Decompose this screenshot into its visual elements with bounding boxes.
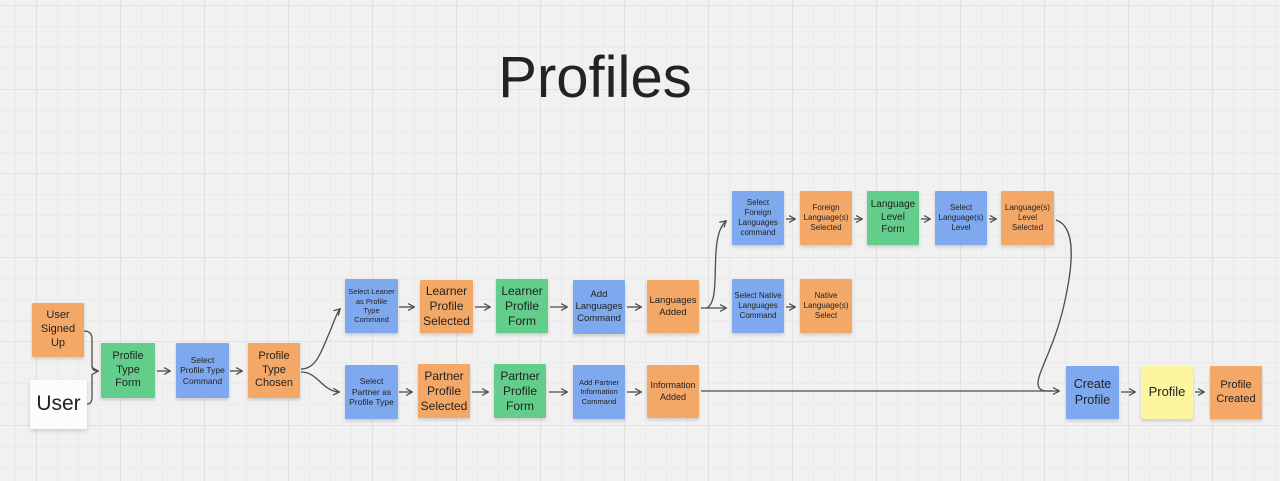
card-label: User: [36, 392, 81, 416]
sticky-learner-profile-form[interactable]: Learner Profile Form: [496, 279, 548, 333]
sticky-label: Select Foreign Languages command: [738, 198, 778, 237]
sticky-label: Partner Profile Selected: [420, 368, 468, 413]
sticky-profile-type-chosen[interactable]: Profile Type Chosen: [248, 343, 300, 398]
sticky-create-profile[interactable]: Create Profile: [1066, 366, 1119, 419]
sticky-label: Select Native Languages Command: [734, 291, 782, 320]
sticky-label: Learner Profile Form: [501, 283, 543, 328]
connector-user-to-profile-type-form[interactable]: [86, 374, 93, 405]
sticky-native-languages-select[interactable]: Native Language(s) Select: [800, 279, 852, 333]
sticky-partner-profile-form[interactable]: Partner Profile Form: [494, 364, 546, 418]
sticky-add-partner-information-command[interactable]: Add Partner Information Command: [573, 365, 625, 419]
sticky-profile[interactable]: Profile: [1141, 366, 1193, 419]
card-user[interactable]: User: [30, 380, 87, 429]
sticky-label: Select Partner as Profile Type: [349, 376, 394, 408]
sticky-add-languages-command[interactable]: Add Languages Command: [573, 280, 625, 334]
sticky-label: Language(s) Level Selected: [1005, 203, 1050, 232]
sticky-select-learner-as-profile-type-command[interactable]: Select Leaner as Profile Type Command: [345, 279, 398, 333]
sticky-label: Create Profile: [1073, 376, 1112, 407]
sticky-select-profile-type-command[interactable]: Select Profile Type Command: [176, 343, 229, 398]
sticky-select-partner-as-profile-type[interactable]: Select Partner as Profile Type: [345, 365, 398, 419]
sticky-label: Profile Type Form: [112, 349, 144, 390]
sticky-foreign-languages-selected[interactable]: Foreign Language(s) Selected: [800, 191, 852, 245]
sticky-label: Select Language(s) Level: [938, 203, 984, 232]
sticky-learner-profile-selected[interactable]: Learner Profile Selected: [420, 280, 473, 333]
sticky-label: Profile Type Chosen: [255, 349, 293, 390]
sticky-label: Select Profile Type Command: [180, 354, 225, 386]
sticky-languages-added[interactable]: Languages Added: [647, 280, 699, 333]
sticky-label: Profile: [1148, 384, 1186, 400]
sticky-label: Information Added: [650, 380, 696, 402]
sticky-user-signed-up[interactable]: User Signed Up: [32, 303, 84, 357]
sticky-information-added[interactable]: Information Added: [647, 365, 699, 418]
sticky-languages-level-selected[interactable]: Language(s) Level Selected: [1001, 191, 1054, 245]
sticky-select-languages-level[interactable]: Select Language(s) Level: [935, 191, 987, 245]
connector-profile-type-chosen-to-select-partner[interactable]: [300, 371, 341, 396]
sticky-label: Select Leaner as Profile Type Command: [348, 287, 395, 325]
connector-languages-added-to-select-foreign[interactable]: [706, 220, 727, 309]
sticky-label: Add Languages Command: [575, 289, 623, 324]
sticky-label: Learner Profile Selected: [423, 284, 470, 328]
sticky-label: Add Partner Information Command: [578, 377, 620, 406]
sticky-label: Foreign Language(s) Selected: [803, 203, 849, 232]
connector-user-signed-up-to-profile-type-form[interactable]: [83, 330, 100, 375]
sticky-language-level-form[interactable]: Language Level Form: [867, 191, 919, 245]
sticky-profile-type-form[interactable]: Profile Type Form: [101, 343, 155, 398]
board-title[interactable]: Profiles: [498, 45, 692, 110]
sticky-label: Languages Added: [649, 294, 697, 318]
sticky-label: Native Language(s) Select: [803, 291, 849, 320]
sticky-select-foreign-languages-command[interactable]: Select Foreign Languages command: [732, 191, 784, 245]
sticky-partner-profile-selected[interactable]: Partner Profile Selected: [418, 364, 470, 418]
sticky-label: User Signed Up: [40, 309, 76, 349]
connector-profile-type-chosen-to-select-learner[interactable]: [300, 308, 341, 370]
sticky-select-native-languages-command[interactable]: Select Native Languages Command: [732, 279, 784, 333]
sticky-label: Profile Created: [1216, 378, 1256, 405]
connector-languages-level-selected-to-create-profile[interactable]: [1037, 219, 1072, 392]
sticky-profile-created[interactable]: Profile Created: [1210, 366, 1262, 419]
sticky-label: Partner Profile Form: [500, 368, 540, 413]
sticky-label: Language Level Form: [870, 199, 916, 236]
